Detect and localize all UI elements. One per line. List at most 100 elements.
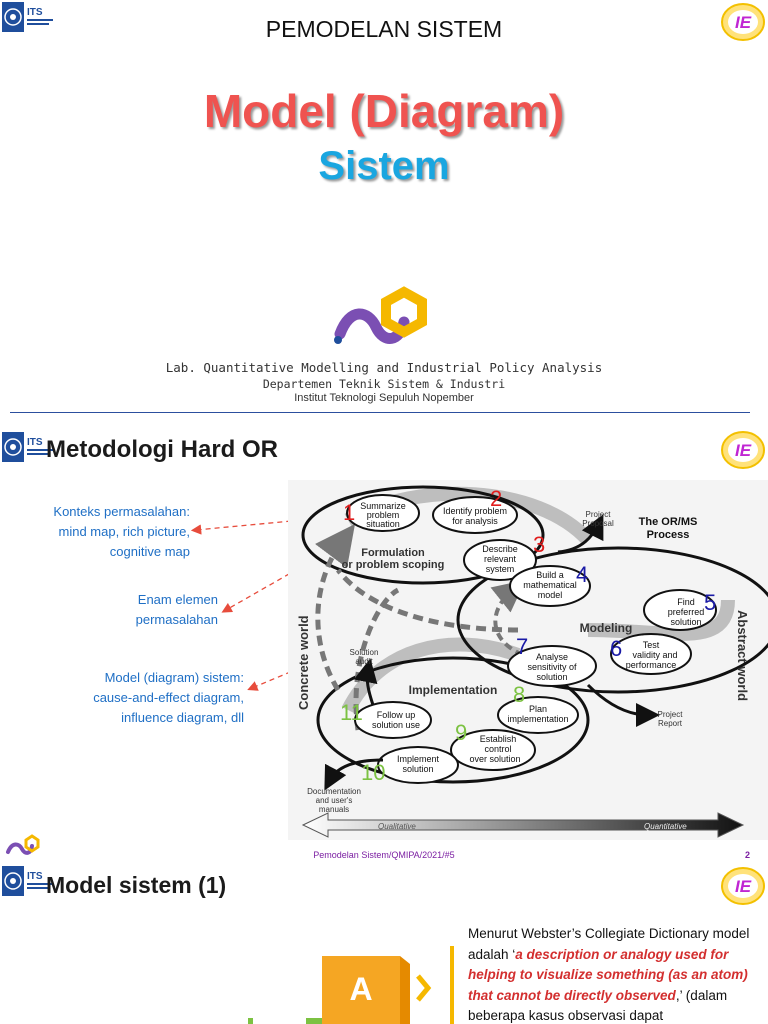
svg-text:ITS: ITS: [27, 7, 43, 18]
formulation-sub-label: or problem scoping: [342, 559, 445, 571]
svg-text:sensitivity of: sensitivity of: [527, 662, 577, 672]
its-logo-icon: ITS: [2, 432, 53, 462]
diagram-heading-line1: The OR/MS: [639, 516, 698, 528]
step-node-5: [643, 589, 717, 631]
documentation-line1: Documentation: [307, 787, 361, 796]
definition-text: Menurut Webster’s Collegiate Dictionary …: [468, 926, 750, 1023]
svg-text:Build a: Build a: [536, 570, 564, 580]
slide-title-page: ITS PEMODELAN SISTEM IE Model (Diagram) …: [0, 0, 768, 420]
svg-text:solution: solution: [670, 617, 701, 627]
implementation-cycle: [316, 656, 590, 784]
ie-logo-icon: IE: [721, 431, 765, 469]
step-number-7: 7: [516, 634, 528, 659]
step-node-8: [497, 696, 579, 734]
department-name: Departemen Teknik Sistem & Industri: [262, 377, 506, 391]
step-number-10: 10: [361, 760, 385, 785]
qualitative-label: Qualitative: [378, 822, 416, 831]
side-label-elements: Enam elemen permasalahan: [135, 592, 218, 627]
project-proposal-line1: Project: [586, 510, 612, 519]
svg-text:solution: solution: [536, 672, 567, 682]
step-node-7: [507, 645, 597, 687]
implementation-label: Implementation: [409, 683, 498, 697]
svg-text:Analyse: Analyse: [536, 652, 568, 662]
step-node-9: [450, 729, 536, 771]
step-node-1: [346, 494, 420, 532]
step-number-3: 3: [533, 532, 545, 557]
svg-text:implementation: implementation: [507, 714, 568, 724]
step-node-10: [377, 746, 459, 784]
diagram-heading-line2: Process: [647, 529, 690, 541]
step-number-8: 8: [513, 682, 525, 707]
step-number-4: 4: [576, 562, 588, 587]
or-ms-process-diagram: Summarize problem situation Identify pro…: [288, 480, 768, 840]
slide-model-sistem: ITS Model sistem (1) IE A Menurut Webste…: [0, 864, 768, 1024]
svg-text:IE: IE: [735, 13, 752, 32]
svg-text:relevant: relevant: [484, 554, 517, 564]
ie-logo-icon: IE: [721, 867, 765, 905]
slide-footer: Pemodelan Sistem/QMIPA/2021/#5: [313, 850, 455, 860]
project-proposal-line2: Proposal: [582, 519, 614, 528]
badge-a-graphic: A: [248, 956, 432, 1024]
svg-text:IE: IE: [735, 441, 752, 460]
concrete-world-label: Concrete world: [296, 615, 311, 710]
header-title: PEMODELAN SISTEM: [265, 16, 503, 42]
svg-text:for analysis: for analysis: [452, 516, 498, 526]
divider-line: [10, 412, 750, 413]
svg-text:control: control: [484, 744, 511, 754]
step-number-6: 6: [610, 636, 622, 661]
slide-title: Metodologi Hard OR: [46, 436, 278, 463]
slide-hard-or: ITS Metodologi Hard OR IE Konteks permas…: [0, 430, 768, 862]
main-subtitle: Sistem: [318, 144, 450, 188]
solution-audit-line1: Solution: [350, 648, 379, 657]
its-logo-icon: ITS: [2, 2, 53, 32]
step-node-11: [354, 701, 432, 739]
svg-text:solution: solution: [402, 764, 433, 774]
step-node-4: [509, 565, 591, 607]
documentation-line2: and user's: [316, 796, 353, 805]
svg-text:model: model: [538, 590, 563, 600]
main-title: Model (Diagram): [203, 85, 565, 137]
abstract-world-label: Abstract world: [735, 610, 750, 701]
svg-text:IE: IE: [735, 877, 752, 896]
svg-text:Establish: Establish: [480, 734, 517, 744]
formulation-label: Formulation: [361, 547, 425, 559]
page-number: 2: [744, 850, 750, 860]
lab-logo-small-icon: [6, 834, 40, 855]
institute-name: Institut Teknologi Sepuluh Nopember: [294, 392, 474, 404]
svg-text:validity and: validity and: [632, 650, 677, 660]
ie-logo-icon: IE: [721, 3, 765, 41]
definition-emphasis: a description or analogy used for helpin…: [468, 946, 748, 1003]
step-number-11: 11: [340, 700, 363, 725]
svg-text:situation: situation: [366, 519, 400, 529]
side-label-system-model: Model (diagram) sistem: cause-and-effect…: [93, 670, 244, 725]
svg-text:Identify problem: Identify problem: [443, 506, 507, 516]
svg-text:Test: Test: [643, 640, 660, 650]
step-number-1: 1: [343, 500, 355, 525]
quantitative-label: Quantitative: [644, 822, 687, 831]
svg-text:over solution: over solution: [469, 754, 520, 764]
documentation-line3: manuals: [319, 805, 349, 814]
step-node-3: [463, 539, 537, 581]
project-report-line1: Project: [658, 710, 684, 719]
svg-text:Plan: Plan: [529, 704, 547, 714]
svg-text:solution use: solution use: [372, 720, 420, 730]
svg-text:mathematical: mathematical: [523, 580, 577, 590]
formulation-cycle: [301, 485, 545, 585]
accent-bar: [450, 946, 454, 1024]
step-number-2: 2: [490, 486, 502, 511]
arrow-context: [190, 515, 346, 535]
svg-text:Follow up: Follow up: [377, 710, 416, 720]
lab-logo-icon: [334, 286, 427, 344]
svg-text:system: system: [486, 564, 515, 574]
step-node-2: [432, 496, 518, 534]
project-report-line2: Report: [658, 719, 683, 728]
svg-text:problem: problem: [367, 510, 400, 520]
svg-text:Find: Find: [677, 597, 695, 607]
step-number-5: 5: [704, 590, 716, 615]
its-logo-icon: ITS: [2, 866, 53, 896]
svg-text:Implement: Implement: [397, 754, 440, 764]
svg-text:performance: performance: [626, 660, 677, 670]
qual-quant-scale: [301, 812, 745, 838]
side-label-context: Konteks permasalahan: mind map, rich pic…: [53, 504, 190, 559]
modeling-label: Modeling: [580, 621, 633, 635]
